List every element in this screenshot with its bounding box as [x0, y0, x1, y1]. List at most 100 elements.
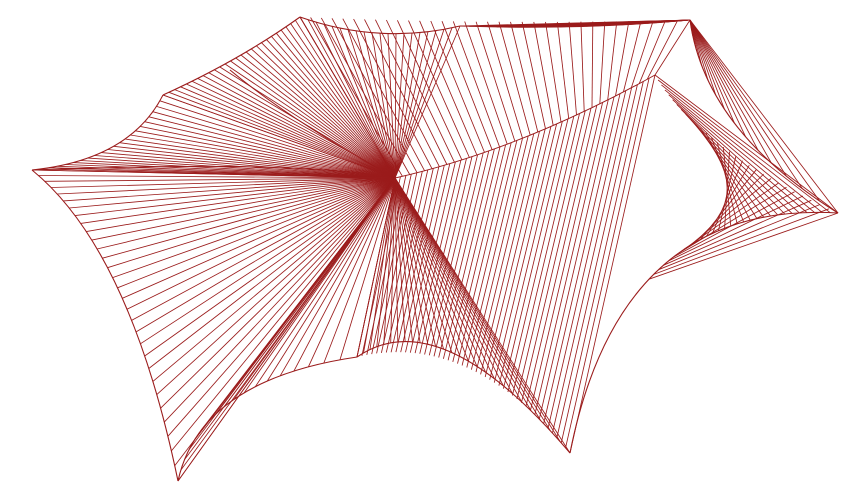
mesh-line-strip-south-east — [569, 74, 656, 454]
mesh-line-fan-north-west — [251, 48, 396, 179]
mesh-line-strip-south-east — [511, 113, 580, 396]
mesh-line-fan-west-lower — [160, 177, 396, 409]
mesh-line-strip-north-east — [510, 21, 539, 133]
mesh-line-fan-west-lower — [126, 177, 396, 310]
mesh-line-strip-north-east — [464, 21, 508, 145]
mesh-line-fan-south — [394, 177, 532, 412]
edge-south-west — [177, 356, 358, 482]
mesh-line-fan-west-lower — [86, 177, 396, 233]
mesh-line-fan-west-upper — [152, 111, 396, 179]
mesh-line-fan-north — [315, 21, 396, 179]
mesh-line-fan-north-west — [285, 26, 396, 179]
mesh-line-fan-mast-east — [689, 19, 803, 189]
mesh-line-fan-west-upper — [94, 155, 396, 179]
mesh-line-strip-east — [689, 178, 772, 247]
mesh-line-strip-south-east — [552, 87, 633, 433]
mesh-line-strip-north-east — [521, 21, 546, 129]
mesh-line-fan-north — [331, 26, 396, 179]
mesh-line-fan-south-west — [177, 177, 396, 482]
mesh-line-fan-west-upper — [148, 116, 396, 179]
mesh-line-fan-west-lower — [97, 177, 396, 250]
mesh-line-fan-mast-east — [689, 19, 725, 110]
mesh-line-fan-west-upper — [144, 121, 396, 179]
mesh-line-strip-east — [724, 151, 730, 229]
mesh-line-strip-south-east — [466, 138, 523, 368]
mesh-line-fan-south — [394, 177, 453, 353]
mesh-line-strip-south-east — [405, 163, 451, 353]
mesh-line-fan-north — [394, 25, 461, 179]
mesh-line-strip-south-east — [493, 123, 558, 383]
mesh-line-strip-south-east — [525, 105, 598, 407]
mesh-line-strip-east — [694, 173, 764, 243]
mesh-line-fan-mast-east — [689, 19, 772, 164]
mesh-line-fan-south-west — [323, 177, 396, 364]
mesh-line-strip-south-east — [428, 154, 479, 356]
mesh-line-fan-north-west — [174, 89, 396, 179]
mesh-line-fan-west-lower — [117, 177, 396, 289]
mesh-line-fan-west-lower — [38, 175, 396, 179]
mesh-line-strip-east — [668, 94, 808, 213]
mesh-line-strip-south-east — [560, 81, 644, 443]
mesh-line-strip-north-east — [630, 20, 654, 89]
mesh-line-fan-mast-east — [689, 19, 839, 214]
edge-north — [299, 16, 461, 35]
mesh-line-strip-south-east — [475, 133, 535, 373]
mesh-line-fan-north — [394, 32, 421, 179]
mesh-line-fan-north-west — [275, 32, 396, 179]
mesh-line-strip-north-east — [638, 20, 666, 84]
mesh-line-strip-north-east — [498, 21, 531, 136]
mesh-line-fan-west-lower — [152, 177, 396, 382]
mesh-line-strip-south-east — [395, 166, 440, 353]
mesh-line-fan-west-lower — [102, 177, 396, 259]
mesh-line-fan-north-west — [162, 94, 396, 179]
mesh-line-strip-east — [700, 128, 758, 219]
mesh-line-fan-north — [379, 33, 396, 179]
mesh-line-strip-south-east — [356, 177, 396, 358]
mesh-line-fan-south-west — [293, 177, 396, 372]
mesh-line-strip-south-east — [547, 90, 627, 429]
mesh-line-strip-south-east — [516, 110, 586, 400]
mesh-line-strip-south-east — [419, 158, 467, 354]
mesh-line-fan-west-lower — [171, 177, 396, 452]
mesh-line-fan-west-upper — [156, 105, 396, 179]
mesh-line-fan-north — [347, 29, 396, 179]
mesh-line-strip-east — [663, 199, 812, 266]
mesh-line-fan-north-west — [230, 60, 396, 179]
mesh-line-fan-north — [394, 30, 437, 179]
edge-west-upper — [31, 94, 164, 171]
mesh-line-fan-mast-north-east — [681, 19, 691, 22]
mesh-line-fan-west-upper — [119, 142, 396, 179]
mesh-line-fan-west-upper — [87, 157, 396, 179]
mesh-line-strip-south-east — [380, 171, 423, 353]
mesh-line-fan-north — [307, 19, 396, 179]
mesh-line-fan-west-lower — [140, 177, 396, 345]
mesh-line-strip-east — [658, 204, 821, 271]
mesh-line-strip-north-east — [622, 20, 642, 93]
mesh-line-strip-east — [678, 186, 787, 254]
mesh-line-strip-east — [683, 182, 779, 250]
mesh-line-strip-north-east — [299, 16, 396, 179]
mesh-line-fan-west-lower — [163, 177, 396, 423]
mesh-line-strip-south-east — [484, 128, 546, 378]
mesh-line-fan-west-lower — [44, 177, 396, 182]
mesh-line-strip-north-east — [533, 21, 554, 126]
mesh-line-strip-north-east — [353, 18, 433, 169]
mesh-line-strip-south-east — [556, 84, 638, 438]
mesh-line-strip-south-east — [400, 165, 445, 353]
mesh-line-strip-north-east — [568, 21, 577, 116]
edge-south — [356, 341, 571, 454]
mesh-line-fan-west-lower — [167, 177, 396, 437]
mesh-line-fan-south — [394, 177, 523, 403]
edge-west-lower — [31, 169, 179, 482]
mesh-line-fan-north — [323, 24, 396, 179]
mesh-line-fan-south — [394, 177, 406, 342]
mesh-line-strip-south-east — [489, 126, 552, 380]
mesh-line-strip-south-east — [502, 118, 569, 389]
mesh-line-strip-east — [680, 109, 786, 215]
mesh-line-fan-west-lower — [156, 177, 396, 395]
mesh-line-strip-north-east — [408, 20, 470, 158]
mesh-line-fan-west-lower — [112, 177, 396, 279]
mesh-line-fan-south — [394, 177, 486, 373]
mesh-line-fan-north-west — [280, 29, 396, 179]
mesh-line-fan-south-west — [266, 177, 396, 382]
